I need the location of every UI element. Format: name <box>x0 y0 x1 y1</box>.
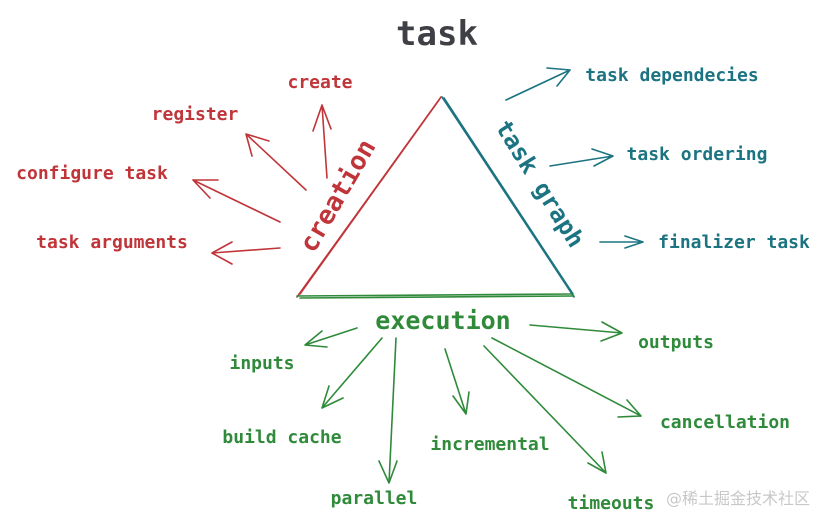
arrow-to-task-dependecies <box>505 67 571 101</box>
arrow-to-parallel <box>378 337 398 484</box>
arrow-to-timeouts <box>483 345 607 474</box>
execution-item-parallel: parallel <box>331 488 418 509</box>
execution-item-cancellation: cancellation <box>660 412 790 433</box>
creation-item-create: create <box>287 72 352 93</box>
creation-item-task-arguments: task arguments <box>36 232 188 253</box>
arrow-to-cancellation <box>491 337 642 418</box>
triangle <box>296 96 575 299</box>
creation-items: create register configure task task argu… <box>16 72 353 253</box>
arrow-to-task-arguments <box>211 241 281 265</box>
creation-item-configure-task: configure task <box>16 163 168 184</box>
creation-edge <box>296 96 442 298</box>
arrow-to-incremental <box>444 348 470 415</box>
execution-edge-label: execution <box>375 306 510 335</box>
task-graph-edge <box>441 96 575 298</box>
creation-item-register: register <box>152 104 239 125</box>
arrow-to-task-ordering <box>549 148 614 167</box>
watermark: @稀土掘金技术社区 <box>666 489 810 508</box>
task-graph-items: task dependecies task ordering finalizer… <box>585 65 810 253</box>
creation-arrows <box>192 104 332 265</box>
task-graph-arrows <box>505 67 644 249</box>
execution-item-inputs: inputs <box>229 353 294 374</box>
task-graph-item-task-ordering: task ordering <box>627 144 768 165</box>
execution-item-build-cache: build cache <box>222 427 341 448</box>
arrow-to-outputs <box>529 321 623 342</box>
arrow-to-build-cache <box>321 337 383 409</box>
task-graph-edge-label: task graph <box>490 115 590 252</box>
execution-arrows <box>304 321 642 484</box>
diagram-title: task <box>396 14 478 54</box>
arrow-to-inputs <box>304 327 358 348</box>
arrow-to-configure-task <box>192 179 281 223</box>
execution-item-timeouts: timeouts <box>568 493 655 514</box>
execution-items: inputs build cache parallel incremental … <box>222 332 790 514</box>
arrow-to-finalizer-task <box>599 235 644 249</box>
arrow-to-register <box>245 133 307 191</box>
arrow-to-create <box>312 104 332 179</box>
execution-edge <box>296 293 575 299</box>
task-graph-item-task-dependecies: task dependecies <box>585 65 758 86</box>
execution-item-outputs: outputs <box>638 332 714 353</box>
execution-item-incremental: incremental <box>430 434 549 455</box>
task-graph-item-finalizer-task: finalizer task <box>658 232 810 253</box>
